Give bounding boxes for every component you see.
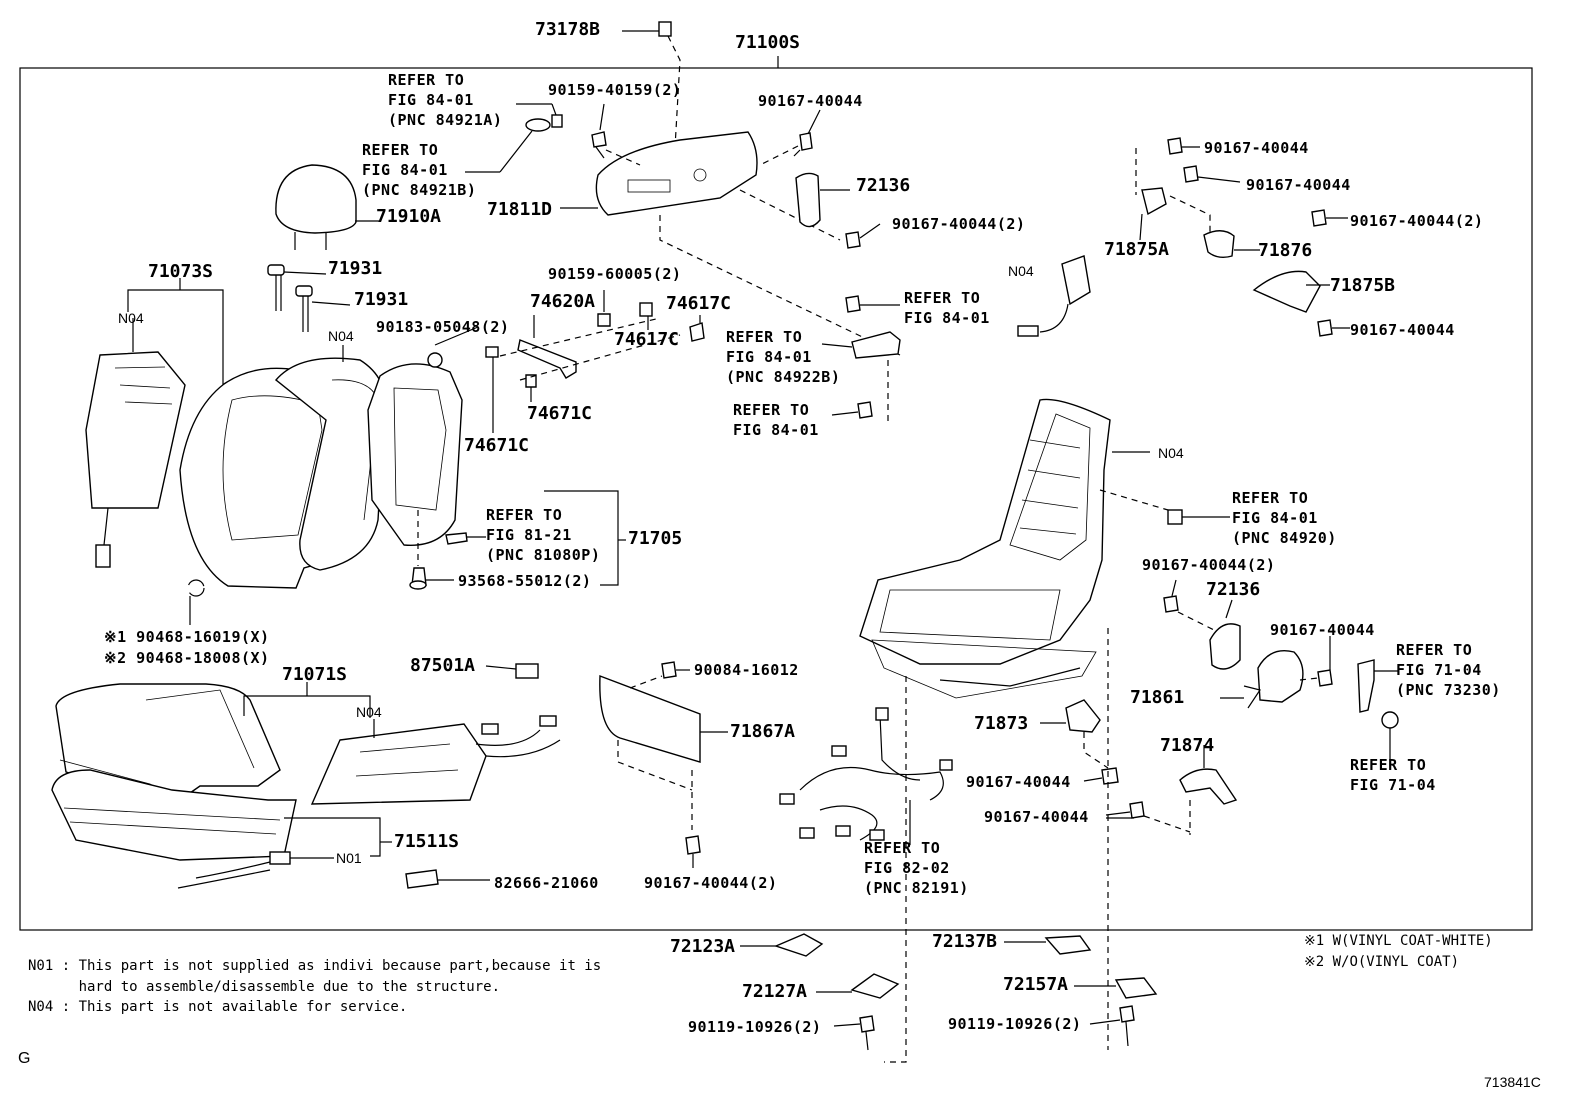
reference-84-01[interactable]: REFER TO FIG 84-01 (904, 289, 990, 327)
legend-line: ※2 W/O(VINYL COAT) (1304, 954, 1460, 970)
part-label[interactable]: 71873 (974, 713, 1029, 734)
fastener-label[interactable]: 90167-40044 (1246, 176, 1351, 194)
reference-82191[interactable]: REFER TO FIG 82-02 (PNC 82191) (864, 839, 969, 897)
assembly-number[interactable]: 71100S (735, 32, 801, 53)
fastener-label[interactable]: 90119-10926(2) (688, 1018, 822, 1036)
figure-id: 713841C (1484, 1074, 1541, 1090)
headrest-guide (267, 264, 351, 332)
fastener-label[interactable]: 90119-10926(2) (948, 1015, 1082, 1033)
reference-84-01[interactable]: REFER TO FIG 84-01 (733, 401, 819, 439)
fastener-label[interactable]: 90167-40044(2) (1350, 212, 1484, 230)
part-label[interactable]: 71861 (1130, 687, 1185, 708)
marker-n04: N04 (356, 704, 382, 720)
part-label[interactable]: 74671C (464, 435, 530, 456)
marker-n04: N04 (118, 310, 144, 326)
variant-part-1[interactable]: ※1 90468-16019(X) (104, 628, 270, 646)
part-label[interactable]: 74620A (530, 291, 596, 312)
fastener-label[interactable]: 90167-40044 (966, 773, 1071, 791)
seatback-heater-pad (85, 351, 186, 568)
note-n04: N04 : This part is not available for ser… (28, 999, 408, 1015)
fastener-label[interactable]: 90159-60005(2) (548, 265, 682, 283)
part-label[interactable]: 71073S (148, 261, 214, 282)
seat-side-shield (595, 131, 758, 216)
marker-n04: N04 (1008, 263, 1034, 279)
seat-frame (859, 398, 1111, 699)
marker-n04: N04 (1158, 445, 1184, 461)
part-label-top[interactable]: 73178B (535, 19, 601, 40)
fastener-label[interactable]: 82666-21060 (494, 874, 599, 892)
seatback-cover (179, 357, 387, 589)
part-label[interactable]: 72137B (932, 931, 998, 952)
reference-84922b[interactable]: REFER TO FIG 84-01 (PNC 84922B) (726, 328, 841, 386)
part-label[interactable]: 71876 (1258, 240, 1313, 261)
fastener-label[interactable]: 90167-40044 (984, 808, 1089, 826)
fastener-label[interactable]: 90167-40044(2) (892, 215, 1026, 233)
reference-81080p[interactable]: REFER TO FIG 81-21 (PNC 81080P) (486, 506, 601, 564)
variant-part-2[interactable]: ※2 90468-18008(X) (104, 649, 270, 667)
part-label[interactable]: 74617C (614, 329, 680, 350)
part-label[interactable]: 71931 (328, 258, 383, 279)
reference-84920[interactable]: REFER TO FIG 84-01 (PNC 84920) (1232, 489, 1337, 547)
part-label[interactable]: 71811D (487, 199, 553, 220)
fastener-label[interactable]: 90183-05048(2) (376, 318, 510, 336)
part-label[interactable]: 71511S (394, 831, 460, 852)
part-label[interactable]: 71071S (282, 664, 348, 685)
part-label[interactable]: 87501A (410, 655, 476, 676)
part-label[interactable]: 71875B (1330, 275, 1396, 296)
fastener-label[interactable]: 90167-40044(2) (1142, 556, 1276, 574)
part-label[interactable]: 72157A (1003, 974, 1069, 995)
fastener-label[interactable]: 90084-16012 (694, 661, 799, 679)
fastener-label[interactable]: 90159-40159(2) (548, 81, 682, 99)
seat-front-panel (599, 674, 701, 763)
part-label[interactable]: 72136 (1206, 579, 1261, 600)
part-label[interactable]: 72123A (670, 936, 736, 957)
marker-n04: N04 (328, 328, 354, 344)
fastener-label[interactable]: 90167-40044 (1204, 139, 1309, 157)
part-label[interactable]: 74671C (527, 403, 593, 424)
part-label[interactable]: 72136 (856, 175, 911, 196)
part-label[interactable]: 71931 (354, 289, 409, 310)
fastener-label[interactable]: 93568-55012(2) (458, 572, 592, 590)
seat-cushion-cover (51, 683, 297, 861)
part-label[interactable]: 71910A (376, 206, 442, 227)
note-n01: N01 : This part is not supplied as indiv… (28, 958, 602, 995)
seatback-pad (367, 363, 463, 546)
reference-73230[interactable]: REFER TO FIG 71-04 (PNC 73230) (1396, 641, 1501, 699)
reference-84921b[interactable]: REFER TO FIG 84-01 (PNC 84921B) (362, 141, 477, 199)
headrest (275, 164, 357, 250)
fastener-label[interactable]: 90167-40044 (1350, 321, 1455, 339)
part-label[interactable]: 71874 (1160, 735, 1215, 756)
fastener-label[interactable]: 90167-40044 (758, 92, 863, 110)
part-label[interactable]: 71867A (730, 721, 796, 742)
fastener-label[interactable]: 90167-40044(2) (644, 874, 778, 892)
part-label[interactable]: 71875A (1104, 239, 1170, 260)
corner-letter: G (18, 1050, 31, 1067)
legend-line: ※1 W(VINYL COAT-WHITE) (1304, 933, 1493, 949)
part-label[interactable]: 74617C (666, 293, 732, 314)
part-label[interactable]: 72127A (742, 981, 808, 1002)
marker-n01: N01 (336, 850, 362, 866)
assembly-frame (19, 67, 1533, 931)
part-label[interactable]: 71705 (628, 528, 683, 549)
wire-harness (779, 707, 953, 841)
reference-71-04[interactable]: REFER TO FIG 71-04 (1350, 756, 1436, 794)
reference-84921a[interactable]: REFER TO FIG 84-01 (PNC 84921A) (388, 71, 503, 129)
seat-heater-pad (310, 715, 561, 805)
fastener-label[interactable]: 90167-40044 (1270, 621, 1375, 639)
